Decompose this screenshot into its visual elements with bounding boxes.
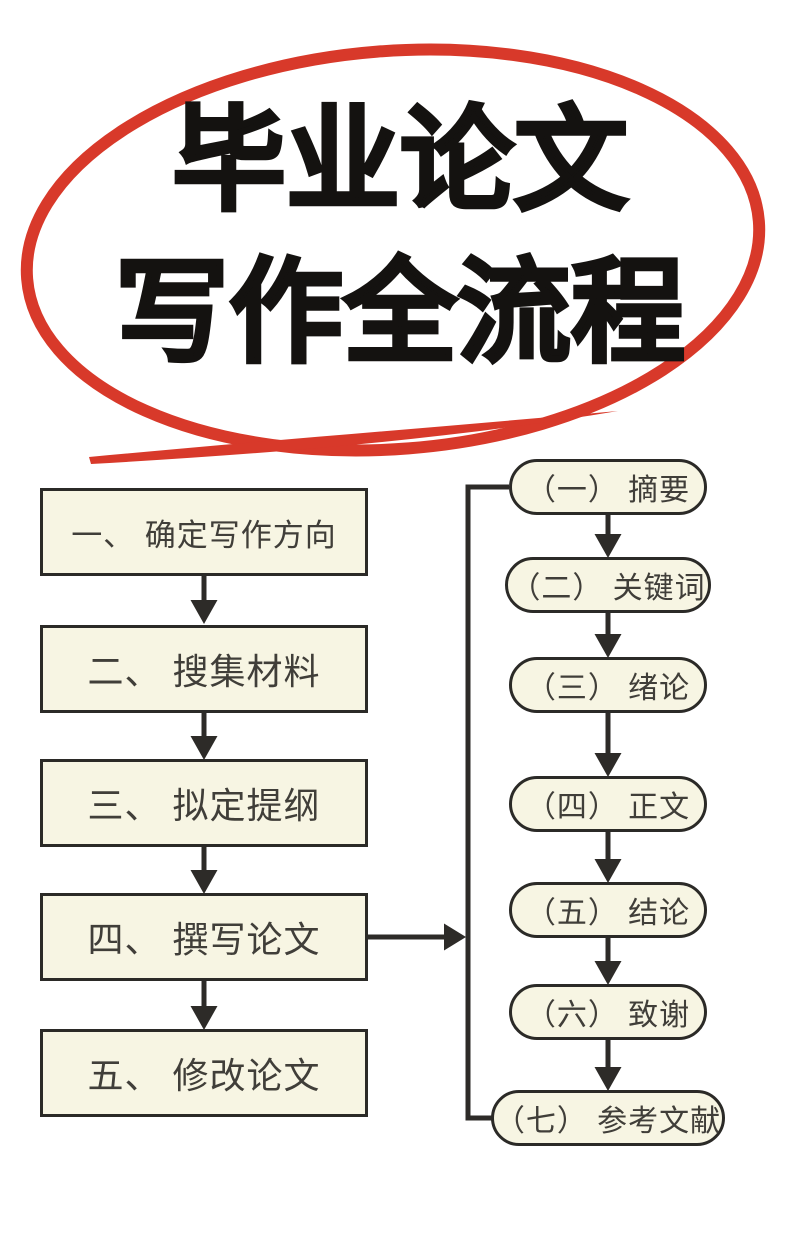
- arrow-down-head: [594, 753, 622, 777]
- thesis-part-label: （七） 参考文献: [494, 1105, 722, 1138]
- bracket-connector: [465, 484, 509, 1121]
- thesis-part-label: （五） 结论: [525, 897, 691, 930]
- red-circle-annotation: [20, 43, 766, 464]
- flow-step-label: 一、 确定写作方向: [71, 517, 337, 553]
- flow-step-label: 三、 拟定提纲: [87, 785, 321, 826]
- flow-step-label: 四、 撰写论文: [87, 919, 321, 960]
- thesis-part-label: （六） 致谢: [525, 999, 691, 1032]
- flow-step-collect-materials: 二、 搜集材料: [40, 625, 368, 713]
- flow-step-label: 五、 修改论文: [87, 1055, 321, 1096]
- thesis-part-main-text: （四） 正文: [509, 776, 707, 832]
- thesis-part-conclusion: （五） 结论: [509, 882, 707, 938]
- arrow-down-head: [190, 600, 218, 624]
- arrow-down-head: [594, 859, 622, 883]
- thesis-part-acknowledgements: （六） 致谢: [509, 984, 707, 1040]
- flow-step-determine-direction: 一、 确定写作方向: [40, 488, 368, 576]
- thesis-part-label: （二） 关键词: [510, 572, 706, 605]
- poster-title: 毕业论文 写作全流程: [0, 86, 800, 390]
- arrow-right-head: [444, 923, 466, 951]
- arrow-down-head: [190, 736, 218, 760]
- title-line-2: 写作全流程: [113, 249, 686, 379]
- title-line-1: 毕业论文: [170, 97, 629, 227]
- arrow-down-head: [190, 870, 218, 894]
- red-ellipse: [20, 43, 766, 457]
- arrow-down-head: [594, 634, 622, 658]
- flow-step-draft-outline: 三、 拟定提纲: [40, 759, 368, 847]
- arrow-down-head: [594, 961, 622, 985]
- arrow-down-head: [594, 1067, 622, 1091]
- arrow-down-head: [190, 1006, 218, 1030]
- thesis-part-label: （一） 摘要: [525, 474, 691, 507]
- thesis-part-references: （七） 参考文献: [491, 1090, 725, 1146]
- thesis-part-keywords: （二） 关键词: [505, 557, 711, 613]
- arrow-down-head: [594, 534, 622, 558]
- thesis-part-introduction: （三） 绪论: [509, 657, 707, 713]
- flow-connectors: [190, 484, 622, 1121]
- flow-step-revise-thesis: 五、 修改论文: [40, 1029, 368, 1117]
- thesis-part-abstract: （一） 摘要: [509, 459, 707, 515]
- red-swoosh-underline: [89, 411, 618, 464]
- flow-step-label: 二、 搜集材料: [87, 651, 321, 692]
- thesis-part-label: （三） 绪论: [525, 672, 691, 705]
- thesis-part-label: （四） 正文: [525, 791, 691, 824]
- flow-step-write-thesis: 四、 撰写论文: [40, 893, 368, 981]
